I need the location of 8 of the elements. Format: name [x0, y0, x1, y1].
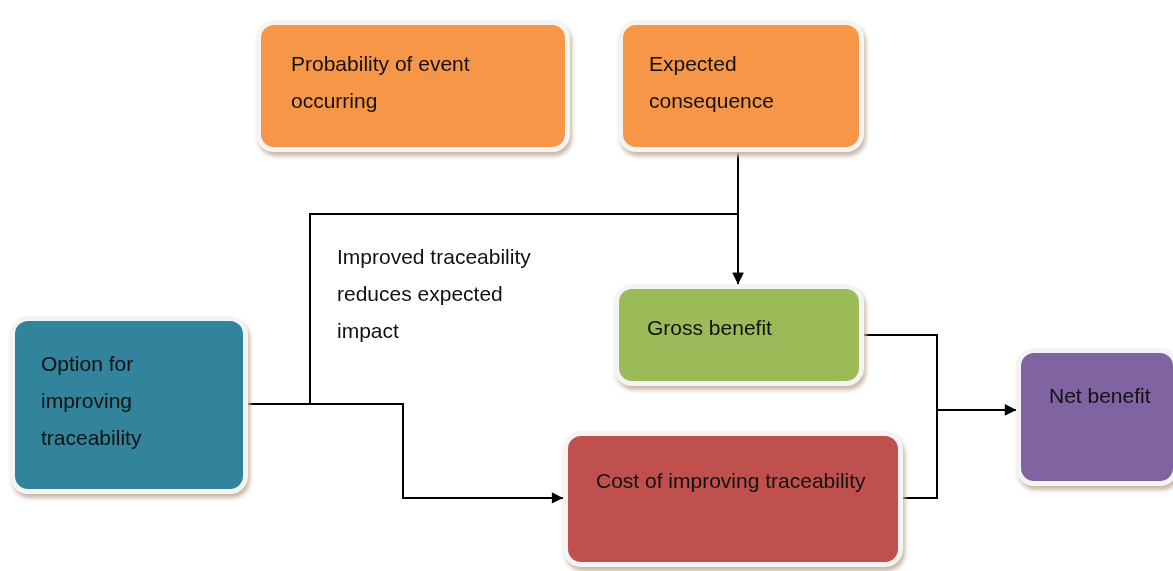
- process-box: Expected consequence: [618, 20, 864, 152]
- arrow: [902, 404, 1017, 499]
- process-box: Probability of event occurring: [256, 20, 570, 152]
- process-box: Gross benefit: [614, 284, 864, 386]
- process-box: Net benefit: [1016, 348, 1173, 486]
- process-box: Cost of improving traceability: [563, 431, 903, 567]
- process-box: Option for improving traceability: [10, 316, 248, 494]
- arrow: [732, 151, 744, 285]
